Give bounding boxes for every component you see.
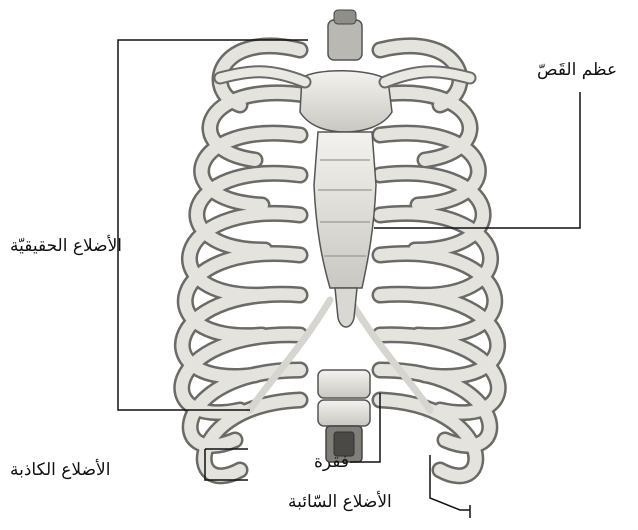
false-ribs-label: الأضلاع الكاذبة	[10, 460, 110, 480]
vertebra-label: فقرة	[314, 452, 349, 472]
true-ribs-label: الأضلاع الحقيقيّة	[10, 236, 122, 256]
floating-ribs-label: الأضلاع السّائبة	[288, 492, 392, 512]
right-ribs	[375, 46, 498, 476]
left-ribs	[182, 46, 305, 476]
sternum-label: عظم القَصّ	[537, 60, 617, 80]
